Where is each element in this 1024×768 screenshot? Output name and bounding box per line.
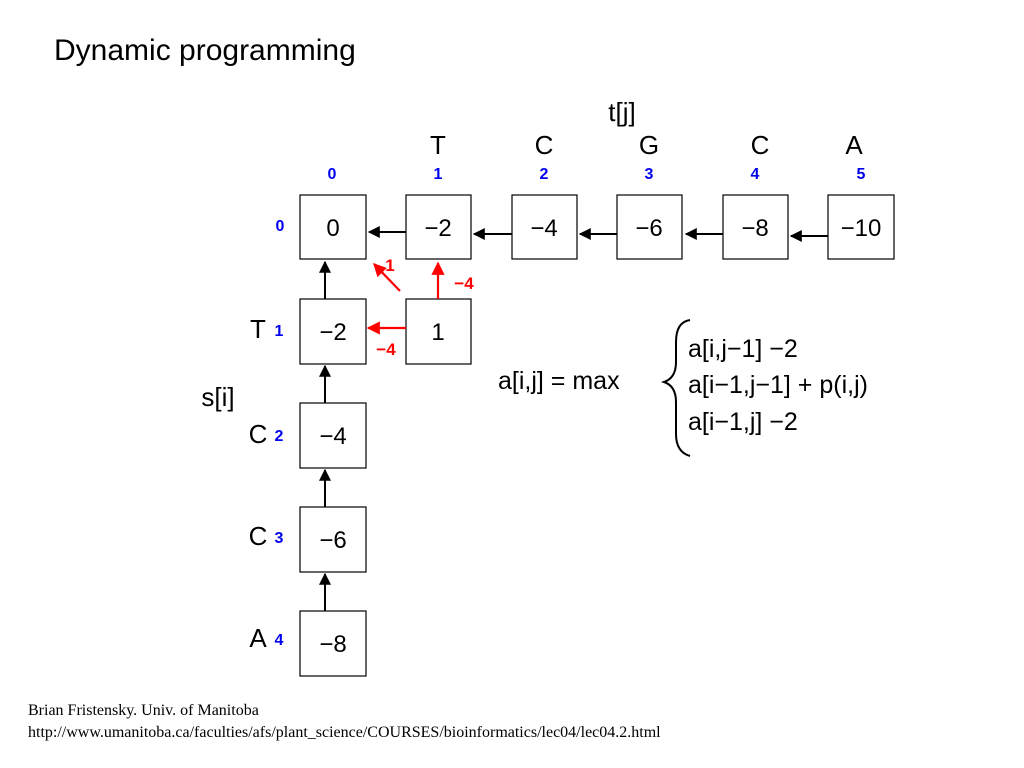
col-index: 0	[328, 166, 337, 183]
col-letter: A	[845, 130, 863, 160]
formula-lhs: a[i,j] = max	[498, 367, 620, 395]
cell-r4-c0: −8	[299, 610, 367, 677]
left-score-label: −4	[376, 340, 396, 359]
cell-value: −8	[319, 631, 346, 658]
col-letter: C	[751, 130, 770, 160]
cell-r3-c0: −6	[299, 506, 367, 573]
col-letter: G	[639, 130, 659, 160]
cell-r0-c4: −8	[722, 194, 789, 260]
row-letter: C	[249, 419, 268, 449]
row-axis-label: s[i]	[201, 382, 234, 412]
col-index: 4	[751, 166, 760, 183]
cell-r0-c0: 0	[299, 194, 367, 260]
cell-value: 1	[431, 319, 444, 346]
footer: Brian Fristensky. Univ. of Manitoba http…	[28, 700, 661, 744]
cell-r0-c2: −4	[511, 194, 578, 260]
formula-term: a[i−1,j] −2	[688, 408, 798, 436]
cell-value: 0	[326, 215, 339, 242]
col-letter: C	[535, 130, 554, 160]
formula-term: a[i,j−1] −2	[688, 335, 798, 363]
cell-r0-c1: −2	[405, 194, 472, 260]
col-index: 2	[540, 166, 549, 183]
cell-value: −4	[530, 215, 557, 242]
cell-value: −2	[319, 319, 346, 346]
cell-r2-c0: −4	[299, 402, 367, 469]
cell-value: −6	[319, 527, 346, 554]
cell-r0-c5: −10	[827, 194, 895, 260]
row-letter: T	[250, 314, 266, 344]
row-index: 4	[275, 632, 284, 649]
slide-title: Dynamic programming	[54, 34, 356, 67]
cell-r0-c3: −6	[616, 194, 683, 260]
cell-value: −10	[841, 215, 882, 242]
row-letter: C	[249, 521, 268, 551]
row-index: 3	[275, 530, 284, 547]
col-index: 1	[434, 166, 443, 183]
col-axis-label: t[j]	[608, 97, 635, 127]
up-score-label: −4	[454, 274, 474, 293]
arrow-diagonal-red	[373, 263, 401, 292]
footer-credit: Brian Fristensky. Univ. of Manitoba	[28, 702, 259, 719]
col-index: 3	[645, 166, 654, 183]
cell-r1-c1: 1	[405, 298, 472, 365]
cell-value: −6	[635, 215, 662, 242]
col-letter: T	[430, 130, 446, 160]
footer-url: http://www.umanitoba.ca/faculties/afs/pl…	[28, 724, 661, 741]
col-index: 5	[857, 166, 866, 183]
formula-term: a[i−1,j−1] + p(i,j)	[688, 371, 868, 399]
row-index: 2	[275, 428, 284, 445]
row-index: 1	[275, 323, 284, 340]
cell-r1-c0: −2	[299, 298, 367, 365]
cell-value: −2	[424, 215, 451, 242]
row-letter: A	[249, 623, 267, 653]
row-index: 0	[276, 218, 285, 235]
diag-score-label: 1	[385, 256, 394, 275]
cell-value: −4	[319, 423, 346, 450]
cell-value: −8	[741, 215, 768, 242]
formula-brace	[660, 319, 691, 457]
